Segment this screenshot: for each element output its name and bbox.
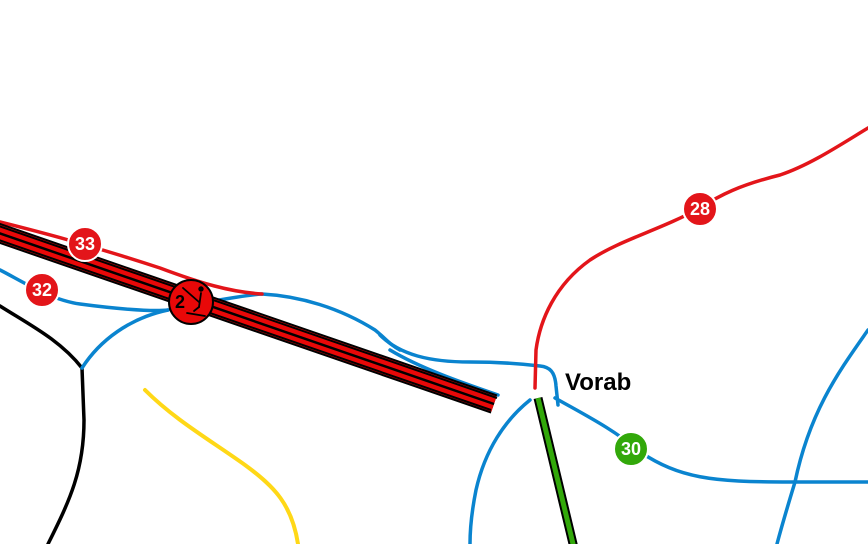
piste-blue-30[interactable] (553, 396, 868, 484)
piste-badge-28[interactable]: 28 (682, 191, 718, 227)
lift-number-label: 2 (175, 292, 185, 312)
ski-route-black[interactable] (0, 304, 86, 544)
piste-badge-32[interactable]: 32 (24, 272, 60, 308)
piste-blue-32[interactable] (0, 268, 170, 313)
lift-symbol-2[interactable]: 2 (168, 279, 214, 325)
piste-number: 32 (32, 280, 52, 300)
piste-badge-33[interactable]: 33 (67, 226, 103, 262)
drag-lift-icon (182, 286, 206, 317)
place-label-vorab: Vorab (565, 369, 631, 396)
drag-lift-2[interactable] (0, 222, 498, 414)
piste-number: 30 (621, 439, 641, 459)
yellow-trail[interactable] (143, 388, 300, 544)
piste-badge-30[interactable]: 30 (613, 431, 649, 467)
beginner-lift[interactable] (533, 396, 578, 544)
piste-blue-to-vorab[interactable] (378, 333, 560, 407)
piste-blue-branch[interactable] (80, 308, 170, 370)
piste-blue-right[interactable] (775, 328, 868, 544)
piste-number: 33 (75, 234, 95, 254)
piste-red-33[interactable] (0, 220, 264, 296)
piste-number: 28 (690, 199, 710, 219)
piste-blue-down-left[interactable] (468, 398, 532, 544)
piste-red-28[interactable] (533, 126, 868, 390)
